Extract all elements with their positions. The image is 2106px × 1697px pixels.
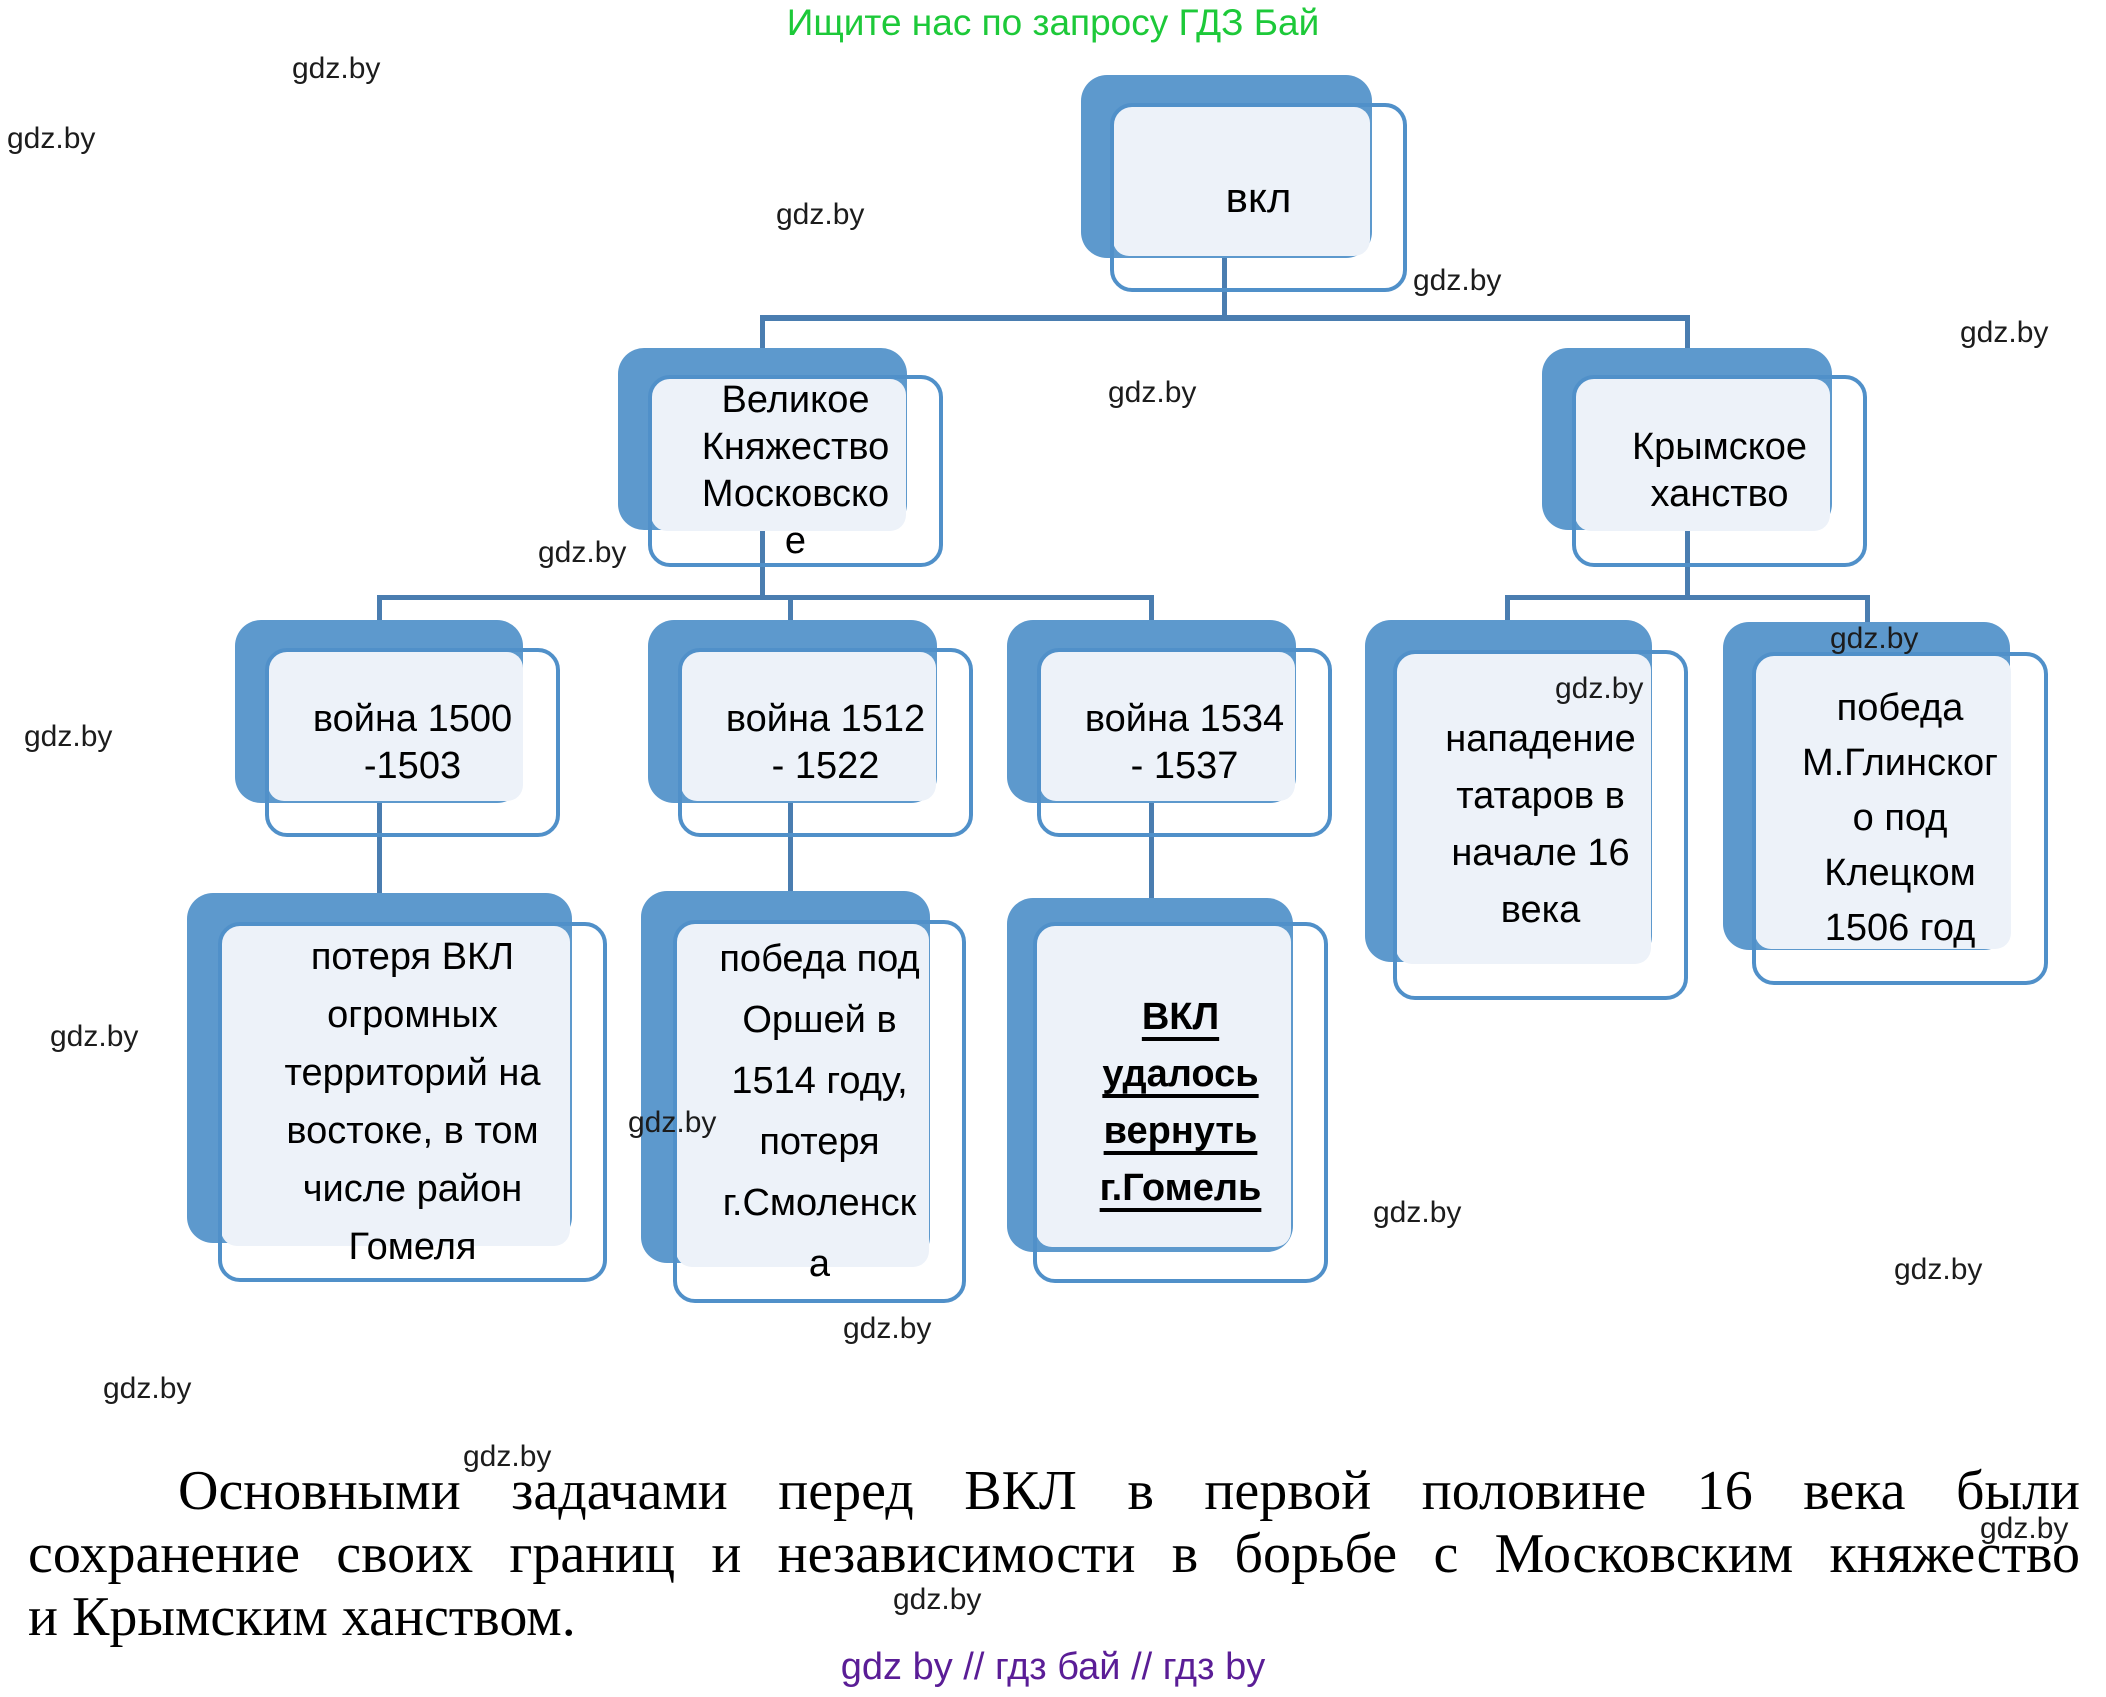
- gdz-watermark: gdz.by: [463, 1440, 552, 1473]
- node-label-text: Крымское ханство: [1631, 426, 1808, 515]
- paragraph-line: сохранение своих границ и независимости …: [28, 1523, 2080, 1585]
- node-panel-root: [1113, 107, 1370, 256]
- gdz-watermark: gdz.by: [1980, 1512, 2069, 1545]
- gdz-watermark: gdz.by: [7, 122, 96, 155]
- connector-line: [376, 802, 382, 905]
- connector-line: [759, 318, 765, 365]
- node-label-text: победа М.Глинског о под Клецком 1506 год: [1801, 687, 1999, 949]
- node-box-war-1500: [265, 648, 560, 837]
- gdz-watermark: gdz.by: [1555, 672, 1644, 705]
- gdz-watermark: gdz.by: [1894, 1253, 1983, 1286]
- node-box-tatar-attack: [1393, 650, 1688, 1000]
- node-box-kletsk-victory: [1752, 652, 2048, 985]
- node-label-text: потеря ВКЛ огромных территорий на восток…: [284, 936, 541, 1268]
- node-panel-tatar-attack: [1396, 654, 1651, 964]
- gdz-watermark: gdz.by: [1960, 316, 2049, 349]
- node-label-gomel-return: ВКЛ удалось вернуть г.Гомель: [1033, 922, 1328, 1283]
- node-panel-moscow: [651, 379, 906, 531]
- node-box-moscow: [648, 375, 943, 567]
- connector-line: [759, 525, 765, 600]
- connector-line: [760, 315, 1690, 321]
- connector-line: [787, 597, 793, 640]
- node-panel-crimea: [1575, 379, 1830, 531]
- node-label-moscow: Великое Княжество Московско е: [648, 375, 943, 567]
- node-label-text: вкл: [1225, 173, 1292, 221]
- node-box-war-1534: [1037, 648, 1332, 837]
- node-label-text: ВКЛ удалось вернуть г.Гомель: [1099, 995, 1262, 1209]
- node-label-text: война 1500 -1503: [312, 697, 513, 787]
- promo-title: Ищите нас по запросу ГДЗ Бай: [786, 2, 1320, 43]
- node-label-text: Великое Княжество Московско е: [701, 379, 890, 562]
- node-box-gomel-return: [1033, 922, 1328, 1283]
- connector-line: [376, 597, 382, 640]
- gdz-watermark: gdz.by: [1830, 622, 1919, 655]
- node-label-text: война 1534 - 1537: [1084, 697, 1285, 787]
- node-label-war-1500: война 1500 -1503: [265, 648, 560, 837]
- node-box-loss-territories: [218, 922, 607, 1282]
- gdz-watermark: gdz.by: [1413, 264, 1502, 297]
- gdz-watermark: gdz.by: [893, 1583, 982, 1616]
- gdz-watermark: gdz.by: [103, 1372, 192, 1405]
- connector-line: [1504, 597, 1510, 640]
- connector-line: [1505, 594, 1870, 600]
- connector-line: [787, 802, 793, 900]
- connector-line: [1864, 597, 1870, 640]
- node-box-orsha-victory: [673, 920, 966, 1303]
- node-label-loss-territories: потеря ВКЛ огромных территорий на восток…: [218, 922, 607, 1282]
- node-label-text: победа под Оршей в 1514 году, потеря г.С…: [719, 937, 920, 1285]
- node-panel-orsha-victory: [676, 924, 929, 1267]
- summary-paragraph: Основными задачами перед ВКЛ в первой по…: [28, 1460, 2080, 1649]
- connector-line: [1684, 525, 1690, 600]
- node-label-crimea: Крымское ханство: [1572, 375, 1867, 567]
- gdz-watermark: gdz.by: [538, 536, 627, 569]
- gdz-watermark: gdz.by: [1373, 1196, 1462, 1229]
- node-panel-war-1512: [681, 652, 936, 801]
- node-label-tatar-attack: нападение татаров в начале 16 века: [1393, 650, 1688, 1000]
- node-box-root: [1110, 103, 1407, 292]
- connector-line: [1148, 597, 1154, 640]
- paragraph-line: и Крымским ханством.: [28, 1586, 576, 1648]
- footer-search-queries: gdz by // гдз бай // гдз by: [840, 1646, 1266, 1688]
- connector-line: [1148, 802, 1154, 910]
- node-label-text: война 1512 - 1522: [725, 697, 926, 787]
- gdz-watermark: gdz.by: [776, 198, 865, 231]
- node-label-text: нападение татаров в начале 16 века: [1445, 718, 1636, 931]
- node-panel-loss-territories: [221, 926, 570, 1246]
- gdz-watermark: gdz.by: [1108, 376, 1197, 409]
- gdz-watermark: gdz.by: [292, 52, 381, 85]
- node-label-kletsk-victory: победа М.Глинског о под Клецком 1506 год: [1752, 652, 2048, 985]
- gdz-watermark: gdz.by: [24, 720, 113, 753]
- connector-line: [1221, 245, 1227, 321]
- node-label-root: вкл: [1110, 103, 1407, 292]
- node-panel-war-1500: [268, 652, 523, 801]
- node-box-war-1512: [678, 648, 973, 837]
- node-box-crimea: [1572, 375, 1867, 567]
- node-label-orsha-victory: победа под Оршей в 1514 году, потеря г.С…: [673, 920, 966, 1303]
- connector-line: [1684, 318, 1690, 365]
- node-panel-war-1534: [1040, 652, 1295, 801]
- node-label-war-1512: война 1512 - 1522: [678, 648, 973, 837]
- gdz-watermark: gdz.by: [50, 1020, 139, 1053]
- gdz-watermark: gdz.by: [843, 1312, 932, 1345]
- node-panel-gomel-return: [1036, 926, 1291, 1247]
- paragraph-line: Основными задачами перед ВКЛ в первой по…: [178, 1460, 2080, 1522]
- gdz-watermark: gdz.by: [628, 1106, 717, 1139]
- connector-line: [377, 594, 1154, 600]
- node-label-war-1534: война 1534 - 1537: [1037, 648, 1332, 837]
- node-panel-kletsk-victory: [1755, 656, 2011, 949]
